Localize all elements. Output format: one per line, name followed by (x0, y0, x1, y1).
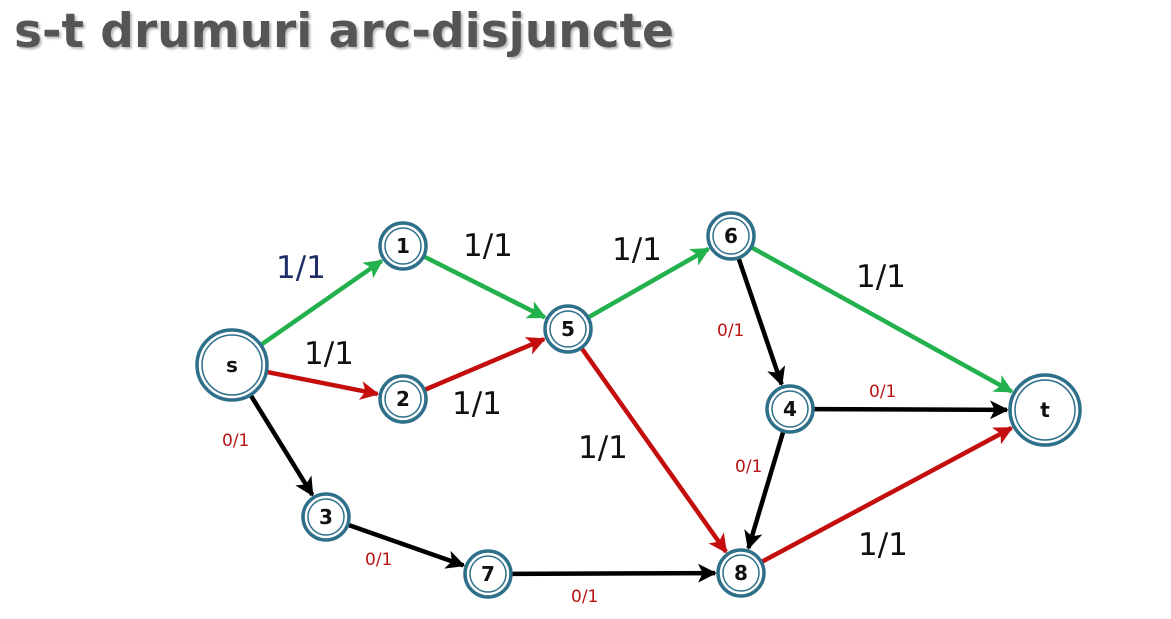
node-2-label: 2 (396, 387, 410, 411)
node-3-inner-ring (307, 498, 345, 536)
edge-s-1 (260, 259, 384, 347)
edge-label-7-8: 0/1 (571, 587, 598, 607)
edge-3-7 (347, 522, 466, 569)
page-title: s-t drumuri arc-disjuncte (14, 4, 674, 59)
edge-label-1-5: 1/1 (463, 228, 513, 264)
node-t: t (1008, 373, 1082, 447)
edge-label-5-6: 1/1 (612, 232, 662, 268)
edge-label-6-4: 0/1 (717, 321, 744, 341)
node-1-label: 1 (396, 234, 410, 258)
node-5-inner-ring (549, 310, 587, 348)
node-6-inner-ring (712, 217, 750, 255)
node-6-label: 6 (724, 224, 738, 248)
edge-4-t (813, 400, 1009, 420)
node-4-label: 4 (783, 397, 797, 421)
node-3: 3 (301, 492, 351, 542)
node-s: s (195, 328, 269, 402)
edge-5-8 (580, 347, 728, 554)
edge-7-8 (511, 563, 717, 583)
node-4: 4 (765, 384, 815, 434)
edge-label-3-7: 0/1 (365, 550, 392, 570)
edge-label-6-t: 1/1 (856, 259, 906, 295)
edge-s-2 (266, 369, 380, 400)
edge-4-8 (744, 431, 786, 550)
edge-label-s-2: 1/1 (304, 336, 354, 372)
node-7: 7 (463, 549, 513, 599)
edge-2-5 (424, 337, 546, 392)
edge-label-4-8: 0/1 (735, 457, 762, 477)
node-2: 2 (378, 374, 428, 424)
edge-1-5 (423, 254, 547, 320)
edge-s-3 (249, 394, 315, 497)
edge-8-t (761, 425, 1014, 564)
node-5: 5 (543, 304, 593, 354)
node-8-inner-ring (722, 554, 760, 592)
node-6: 6 (706, 211, 756, 261)
node-7-label: 7 (481, 562, 495, 586)
edge-layer (249, 245, 1014, 583)
edge-label-layer: 1/1 1/1 0/1 1/1 1/1 1/1 1/1 1/1 0/1 0/1 0/1 0/1 0/1 1… (222, 228, 908, 607)
edge-6-t (750, 245, 1014, 394)
node-8-label: 8 (734, 561, 748, 585)
node-t-label: t (1040, 398, 1050, 422)
edge-label-4-t: 0/1 (869, 382, 896, 402)
node-2-inner-ring (384, 380, 422, 418)
edge-5-6 (587, 246, 711, 320)
node-1-inner-ring (384, 227, 422, 265)
node-1: 1 (378, 221, 428, 271)
edge-label-2-5: 1/1 (452, 386, 502, 422)
node-3-label: 3 (319, 505, 333, 529)
edge-label-8-t: 1/1 (858, 527, 908, 563)
node-4-inner-ring (771, 390, 809, 428)
node-5-label: 5 (561, 317, 575, 341)
edge-label-s-1: 1/1 (276, 250, 326, 286)
node-s-label: s (226, 353, 238, 377)
node-s-inner-ring (201, 334, 263, 396)
node-7-inner-ring (469, 555, 507, 593)
node-t-inner-ring (1014, 379, 1076, 441)
edge-label-s-3: 0/1 (222, 431, 249, 451)
node-layer: s 1 2 3 5 6 4 7 8 t (195, 211, 1082, 599)
node-8: 8 (716, 548, 766, 598)
edge-label-5-8: 1/1 (578, 430, 628, 466)
edge-6-4 (736, 257, 786, 387)
